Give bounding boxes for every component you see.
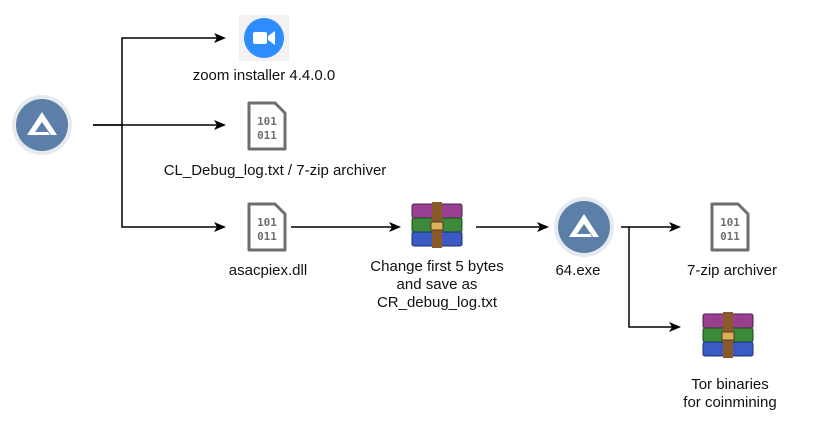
tor-binaries-label: Tor binaries for coinmining xyxy=(660,376,800,412)
winrar-archive-icon xyxy=(702,312,754,358)
zoom-installer-label: zoom installer 4.4.0.0 xyxy=(192,67,336,84)
file-bits-line1: 101 xyxy=(720,216,740,229)
file-bits-line2: 011 xyxy=(257,129,277,142)
7zip-archiver-label: 7-zip archiver xyxy=(686,262,778,279)
file-bits-line1: 101 xyxy=(257,216,277,229)
cl-debug-label: CL_Debug_log.txt / 7-zip archiver xyxy=(163,162,387,179)
binary-file-icon: 101 011 xyxy=(247,202,287,252)
tor-binaries-line: Tor binaries xyxy=(691,376,769,393)
modify-step-line: CR_debug_log.txt xyxy=(376,294,498,311)
64exe-label: 64.exe xyxy=(555,262,601,279)
tor-binaries-line: for coinmining xyxy=(683,394,777,411)
app-logo-icon xyxy=(554,197,614,257)
connectors xyxy=(93,33,681,332)
winrar-archive-icon xyxy=(411,202,463,248)
edge-source-to-asacpiex xyxy=(121,125,226,232)
file-bits-line2: 011 xyxy=(720,230,740,243)
modify-step-label: Change first 5 bytes and save as CR_debu… xyxy=(352,258,522,312)
app-logo-icon xyxy=(12,95,72,155)
file-bits-line1: 101 xyxy=(257,115,277,128)
asacpiex-label: asacpiex.dll xyxy=(228,262,308,279)
modify-step-line: Change first 5 bytes xyxy=(370,258,504,275)
edge-64exe-to-tor xyxy=(628,227,681,332)
zoom-camera-icon xyxy=(239,15,289,61)
file-bits-line2: 011 xyxy=(257,230,277,243)
binary-file-icon: 101 011 xyxy=(710,202,750,252)
modify-step-line: and save as xyxy=(396,276,478,293)
binary-file-icon: 101 011 xyxy=(247,101,287,151)
